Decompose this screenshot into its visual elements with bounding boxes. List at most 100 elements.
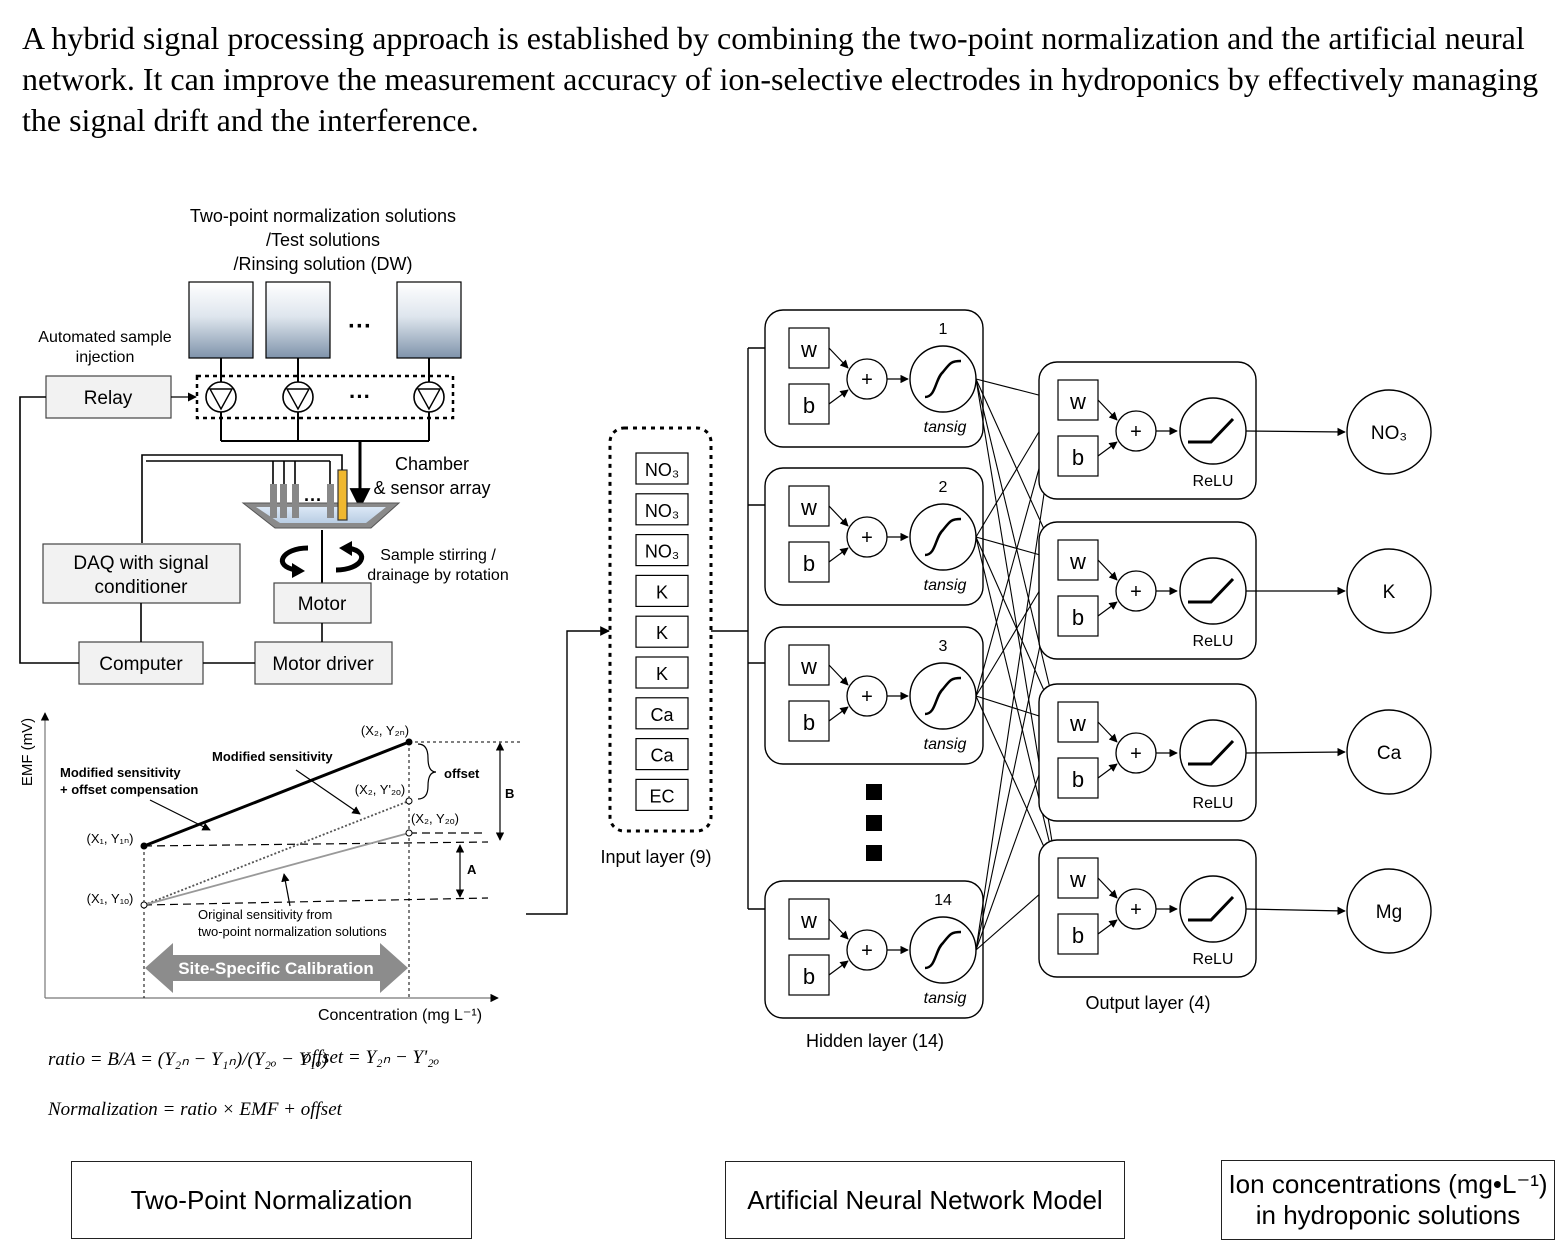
daq-box: [42, 543, 241, 604]
bias-box: [788, 383, 830, 425]
input-node: [635, 452, 689, 485]
stirring-label-1: Sample stirring /: [380, 547, 496, 564]
pump-ellipsis: ···: [349, 384, 371, 409]
electrode-ellipsis: ···: [304, 490, 322, 510]
bias-label: b: [803, 710, 815, 735]
experimental-setup: Two-point normalization solutions /Test …: [19, 206, 509, 685]
bias-box: [788, 700, 830, 742]
ratio-formula: ratio = B/A = (Y₂ₙ − Y₁ₙ)/(Y₂ₒ − Y₁ₒ): [48, 1049, 328, 1070]
input-node: [635, 574, 689, 608]
relay-label: Relay: [84, 388, 133, 409]
pump-group: [195, 374, 455, 420]
input-node: [635, 615, 689, 648]
input-node-label: Ca: [650, 746, 674, 766]
two-point-normalization-box: Two-Point Normalization: [71, 1161, 472, 1239]
output-ion-node: [1346, 868, 1432, 954]
chamber-label-2: & sensor array: [373, 478, 490, 498]
ion-concentration-label-2: in hydroponic solutions: [1255, 1200, 1521, 1230]
tansig-icon: [909, 916, 977, 984]
input-layer-box: [608, 426, 713, 833]
relu-label: ReLU: [1193, 473, 1234, 490]
input-node-label: NO₃: [645, 542, 679, 562]
weight-label: w: [1069, 549, 1086, 574]
motor-driver-label: Motor driver: [272, 654, 374, 675]
normalization-formula: Normalization = ratio × EMF + offset: [47, 1099, 343, 1120]
weight-box: [1057, 379, 1099, 421]
tansig-icon: [909, 662, 977, 730]
relu-label: ReLU: [1193, 795, 1234, 812]
weight-box: [1057, 701, 1099, 743]
bias-label: b: [803, 393, 815, 418]
solutions-label-2: /Test solutions: [266, 230, 380, 250]
input-node: [635, 656, 689, 689]
modified-sensitivity-label: Modified sensitivity: [212, 749, 333, 764]
tansig-label: tansig: [924, 419, 967, 436]
motor-label: Motor: [298, 594, 347, 615]
input-node: [635, 697, 689, 730]
weight-label: w: [1069, 867, 1086, 892]
relu-label: ReLU: [1193, 951, 1234, 968]
point-y1o: (X₁, Y₁ₒ): [87, 891, 134, 906]
bias-label: b: [1072, 767, 1084, 792]
input-node-label: K: [656, 582, 668, 602]
point-y2o: (X₂, Y₂ₒ): [411, 811, 459, 826]
relu-icon: [1179, 875, 1247, 943]
sum-label: +: [861, 940, 873, 962]
output-ion-node: [1346, 709, 1432, 795]
bias-label: b: [1072, 923, 1084, 948]
output-ion-label: Ca: [1377, 743, 1402, 764]
sum-label: +: [1130, 743, 1142, 765]
point-y2o-prime: (X₂, Y'₂ₒ): [355, 782, 405, 797]
original-sensitivity-label-1: Original sensitivity from: [198, 907, 332, 922]
label-b: B: [505, 786, 514, 801]
offset-brace: [417, 743, 437, 800]
output-ion-node: [1346, 548, 1432, 634]
pump-icon: [413, 381, 445, 413]
modified-comp-label-2: + offset compensation: [60, 782, 198, 797]
tansig-icon: [909, 345, 977, 413]
input-node-label: K: [656, 664, 668, 684]
daq-label-2: conditioner: [95, 577, 189, 598]
output-layer-label: Output layer (4): [1085, 993, 1210, 1013]
motor-box: [273, 582, 372, 624]
sum-label: +: [1130, 581, 1142, 603]
bias-label: b: [803, 964, 815, 989]
output-ion-node: [1346, 389, 1432, 475]
solution-tank-2: [265, 281, 331, 359]
input-node-label: NO₃: [645, 460, 679, 480]
sum-label: +: [861, 369, 873, 391]
ann-model-box: Artificial Neural Network Model: [725, 1161, 1125, 1239]
input-node: [635, 533, 689, 567]
modified-sensitivity-offset-line: [143, 740, 410, 848]
relu-icon: [1179, 719, 1247, 787]
weight-label: w: [800, 654, 817, 679]
pump-icon: [282, 381, 314, 413]
site-calibration-label: Site-Specific Calibration: [178, 959, 374, 978]
sample-chamber: [256, 507, 386, 523]
tansig-icon: [909, 503, 977, 571]
rotation-arrows-icon: [280, 541, 364, 578]
weight-label: w: [800, 337, 817, 362]
x-axis-label: Concentration (mg L⁻¹): [318, 1007, 482, 1024]
ann-model-label: Artificial Neural Network Model: [747, 1184, 1103, 1215]
input-node: [635, 778, 689, 812]
site-calibration-arrow: [145, 943, 408, 993]
ion-concentration-label-1: Ion concentrations (mg•L⁻¹): [1228, 1169, 1548, 1199]
sum-label: +: [1130, 899, 1142, 921]
motor-driver-box: [254, 641, 393, 685]
weight-label: w: [1069, 711, 1086, 736]
tansig-label: tansig: [924, 990, 967, 1007]
bias-label: b: [803, 551, 815, 576]
output-ion-label: NO₃: [1371, 423, 1407, 444]
weight-box: [788, 898, 830, 940]
input-node-label: EC: [649, 786, 674, 806]
reference-electrode: [337, 469, 348, 521]
hidden-layer-label: Hidden layer (14): [806, 1031, 944, 1051]
input-node-label: Ca: [650, 705, 674, 725]
y-axis-label: EMF (mV): [19, 718, 36, 786]
input-node-label: K: [656, 623, 668, 643]
solutions-label-1: Two-point normalization solutions: [190, 206, 456, 226]
